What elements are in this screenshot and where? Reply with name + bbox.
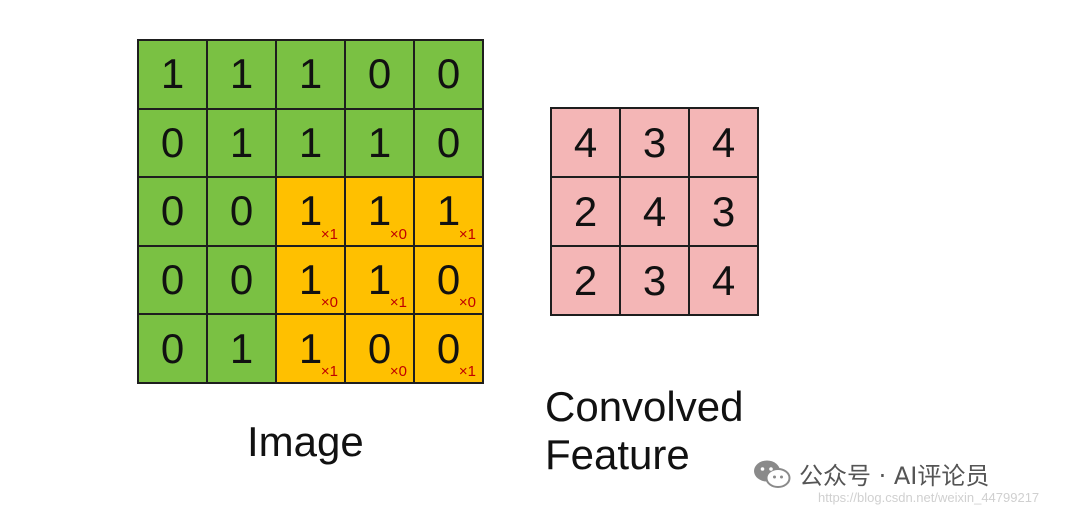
- kernel-weight: ×1: [320, 362, 338, 380]
- image-cell: 1: [139, 41, 206, 108]
- watermark: 公众号 · AI评论员: [753, 456, 989, 491]
- image-cell-value: 0: [367, 50, 392, 98]
- image-label: Image: [247, 418, 364, 465]
- watermark-url: https://blog.csdn.net/weixin_44799217: [818, 490, 1040, 505]
- image-cell-kernel: 1×0: [277, 246, 344, 314]
- image-cell-kernel: 0×0: [346, 315, 413, 382]
- image-cell-value: 1: [229, 324, 254, 372]
- image-cell-value: 0: [160, 187, 185, 235]
- feature-cell: 4: [690, 109, 757, 176]
- feature-cell-value: 2: [573, 187, 598, 235]
- image-cell-kernel: 1×1: [346, 246, 413, 314]
- image-cell-value: 0: [367, 324, 392, 372]
- image-cell-value: 0: [229, 256, 254, 304]
- image-cell: 0: [415, 41, 482, 108]
- image-cell-kernel: 1×0: [346, 178, 413, 245]
- kernel-weight: ×1: [458, 225, 476, 243]
- kernel-weight: ×0: [389, 362, 407, 380]
- feature-cell-value: 3: [642, 118, 667, 166]
- image-cell-value: 1: [298, 118, 323, 166]
- feature-cell: 3: [621, 109, 688, 176]
- image-cell-value: 0: [160, 256, 185, 304]
- image-cell: 0: [346, 41, 413, 108]
- image-cell-value: 0: [229, 187, 254, 235]
- feature-cell: 4: [690, 247, 757, 314]
- image-cell-value: 0: [160, 324, 185, 372]
- image-cell: 0: [139, 246, 206, 314]
- image-cell: 0: [139, 315, 206, 382]
- image-cell: 1: [208, 41, 275, 108]
- image-cell: 0: [208, 178, 275, 245]
- image-cell-value: 1: [367, 256, 392, 304]
- image-cell: 1: [208, 109, 275, 177]
- kernel-weight: ×0: [389, 225, 407, 243]
- feature-cell-value: 4: [573, 118, 598, 166]
- wechat-icon: [754, 460, 791, 488]
- feature-cell-value: 3: [642, 256, 667, 304]
- kernel-weight: ×0: [458, 294, 476, 312]
- kernel-weight: ×1: [458, 362, 476, 380]
- feature-cell-value: 3: [711, 187, 736, 235]
- image-cell-value: 1: [436, 187, 461, 235]
- watermark-text: 公众号 · AI评论员: [799, 462, 990, 490]
- image-cell-kernel: 1×1: [277, 315, 344, 382]
- image-cell-value: 1: [298, 324, 323, 372]
- image-cell: 1: [277, 41, 344, 108]
- kernel-weight: ×1: [320, 225, 338, 243]
- image-cell-value: 1: [367, 187, 392, 235]
- image-cell-value: 0: [436, 118, 461, 166]
- image-cell-value: 1: [298, 50, 323, 98]
- image-cell-value: 1: [367, 118, 392, 166]
- image-cell: 0: [139, 178, 206, 245]
- image-cell: 0: [415, 109, 482, 177]
- image-cell: 0: [208, 246, 275, 314]
- image-cell-value: 1: [298, 187, 323, 235]
- feature-cell: 4: [621, 178, 688, 245]
- image-cell-value: 0: [436, 324, 461, 372]
- kernel-weight: ×0: [320, 294, 338, 312]
- image-cell: 0: [139, 109, 206, 177]
- feature-cell-value: 2: [573, 256, 598, 304]
- image-cell-value: 0: [160, 118, 185, 166]
- feature-cell-value: 4: [711, 118, 736, 166]
- convolved-feature-label: Convolved Feature: [545, 383, 743, 480]
- image-cell-value: 0: [436, 50, 461, 98]
- image-cell-kernel: 1×1: [277, 178, 344, 245]
- feature-cell: 4: [552, 109, 619, 176]
- image-cell: 1: [277, 109, 344, 177]
- feature-cell: 3: [621, 247, 688, 314]
- feature-cell-value: 4: [642, 187, 667, 235]
- kernel-weight: ×1: [389, 294, 407, 312]
- image-cell-value: 0: [436, 256, 461, 304]
- image-cell-value: 1: [229, 50, 254, 98]
- image-cell-value: 1: [298, 256, 323, 304]
- feature-cell: 2: [552, 178, 619, 245]
- image-cell-value: 1: [229, 118, 254, 166]
- feature-cell: 3: [690, 178, 757, 245]
- image-cell: 1: [208, 315, 275, 382]
- convolved-feature-label-line2: Feature: [545, 431, 690, 479]
- image-cell-kernel: 0×1: [415, 315, 482, 382]
- image-cell-kernel: 0×0: [415, 246, 482, 314]
- convolved-feature-label-line1: Convolved: [545, 383, 744, 430]
- image-cell: 1: [346, 109, 413, 177]
- image-cell-value: 1: [160, 50, 185, 98]
- feature-cell-value: 4: [711, 256, 736, 304]
- feature-cell: 2: [552, 247, 619, 314]
- image-cell-kernel: 1×1: [415, 178, 482, 245]
